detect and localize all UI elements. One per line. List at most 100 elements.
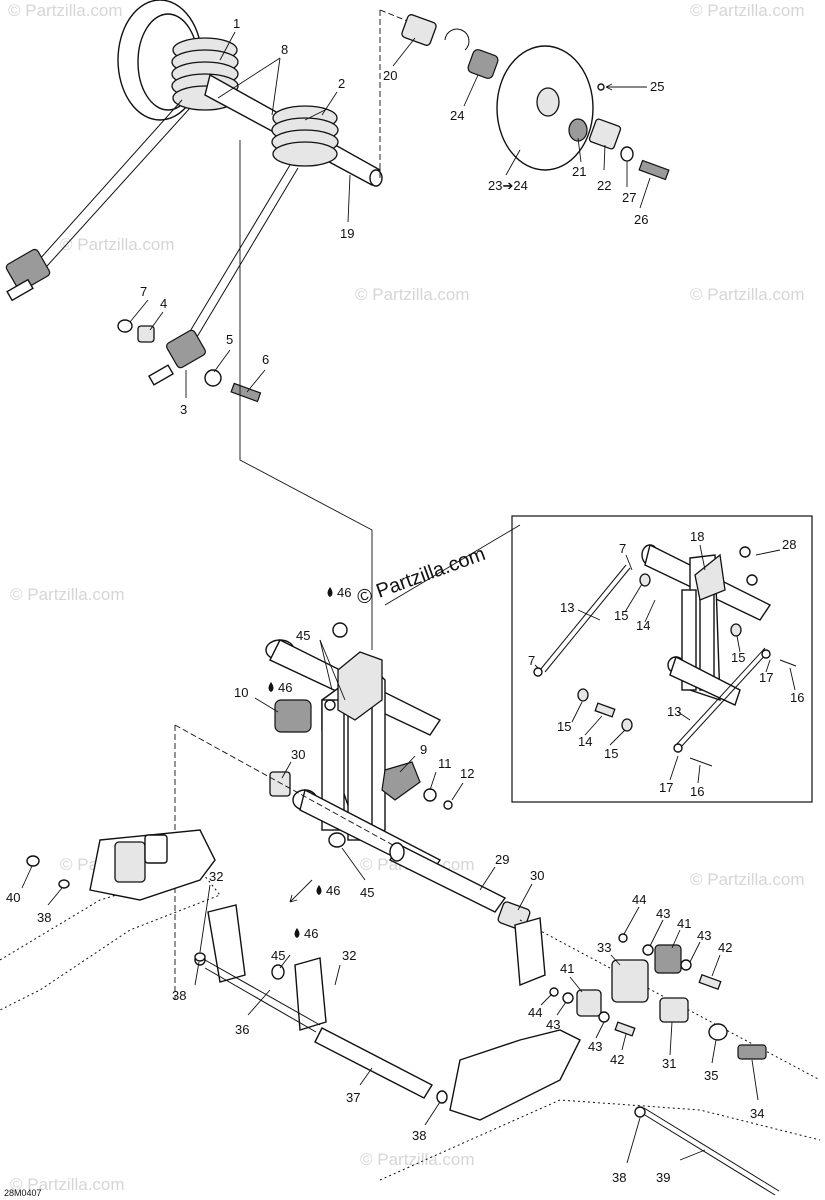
callout-45: 45	[271, 948, 285, 963]
callout-44: 44	[632, 892, 646, 907]
callout-41: 41	[677, 916, 691, 931]
rail-assembly	[0, 724, 821, 1196]
callout-1: 1	[233, 16, 240, 31]
callout-42: 42	[610, 1052, 624, 1067]
callout-6: 6	[262, 352, 269, 367]
droplet-icon	[268, 682, 274, 692]
spring-and-wheel-assembly	[5, 0, 383, 403]
inset-callout-14: 14	[578, 734, 592, 749]
torsion-spring-2	[271, 105, 339, 167]
watermark: © Partzilla.com	[690, 285, 805, 304]
watermark: © Partzilla.com	[360, 1150, 475, 1169]
inset-callout-14: 14	[636, 618, 650, 633]
callout-10: 10	[234, 685, 248, 700]
callout-33: 33	[597, 940, 611, 955]
connection-lines	[239, 140, 521, 650]
callout-12: 12	[460, 766, 474, 781]
callout-19: 19	[340, 226, 354, 241]
callout-44: 44	[528, 1005, 542, 1020]
droplet-icon	[294, 928, 300, 938]
watermark: © Partzilla.com	[690, 870, 805, 889]
callout-31: 31	[662, 1056, 676, 1071]
diagram-code: 28M0407	[4, 1188, 42, 1198]
callout-2: 2	[338, 76, 345, 91]
callout-45: 45	[360, 885, 374, 900]
callout-38: 38	[37, 910, 51, 925]
inset-box	[511, 515, 813, 803]
callout-41: 41	[560, 961, 574, 976]
callout-38: 38	[612, 1170, 626, 1185]
torsion-spring-1	[171, 37, 239, 111]
inset-callout-16: 16	[690, 784, 704, 799]
callout-34: 34	[750, 1106, 764, 1121]
callout-27: 27	[622, 190, 636, 205]
callout-37: 37	[346, 1090, 360, 1105]
callout-43: 43	[656, 906, 670, 921]
callout-24: 24	[450, 108, 464, 123]
callout-7: 7	[140, 284, 147, 299]
callout-26: 26	[634, 212, 648, 227]
callout-36: 36	[235, 1022, 249, 1037]
arrow-icon	[304, 109, 326, 121]
callout-43: 43	[588, 1039, 602, 1054]
inset-callout-17: 17	[759, 670, 773, 685]
callout-46: 46	[337, 585, 351, 600]
idler-wheel-assembly	[379, 9, 670, 181]
inset-callout-17: 17	[659, 780, 673, 795]
callout-32: 32	[209, 869, 223, 884]
callout-9: 9	[420, 742, 427, 757]
callout-29: 29	[495, 852, 509, 867]
inset-callout-7: 7	[528, 653, 535, 668]
watermark: © Partzilla.com	[10, 1175, 125, 1194]
watermark: © Partzilla.com	[690, 1, 805, 20]
arrow-icon	[605, 83, 647, 91]
callout-38: 38	[172, 988, 186, 1003]
callout-labels: 1 2 8 19 20 24 25 21 22 23➔24 27 26 7 4 …	[6, 16, 804, 1185]
inset-callout-13: 13	[667, 704, 681, 719]
droplet-icon	[327, 587, 333, 597]
callout-38: 38	[412, 1128, 426, 1143]
callout-40: 40	[6, 890, 20, 905]
callout-22: 22	[597, 178, 611, 193]
callout-45: 45	[296, 628, 310, 643]
inset-callout-18: 18	[690, 529, 704, 544]
watermark: © Partzilla.com	[10, 585, 125, 604]
inset-callout-15: 15	[614, 608, 628, 623]
callout-21: 21	[572, 164, 586, 179]
callout-43: 43	[697, 928, 711, 943]
watermark: © Partzilla.com	[60, 235, 175, 254]
callout-43: 43	[546, 1017, 560, 1032]
leader-lines	[21, 31, 796, 1164]
center-watermark: © Partzilla.com	[354, 543, 488, 610]
callout-3: 3	[180, 402, 187, 417]
callout-8: 8	[281, 42, 288, 57]
droplet-icon	[316, 885, 322, 895]
callout-35: 35	[704, 1068, 718, 1083]
inset-callout-7: 7	[619, 541, 626, 556]
callout-20: 20	[383, 68, 397, 83]
callout-46: 46	[304, 926, 318, 941]
callout-4: 4	[160, 296, 167, 311]
callout-30: 30	[530, 868, 544, 883]
inset-callout-28: 28	[782, 537, 796, 552]
callout-39: 39	[656, 1170, 670, 1185]
callout-32: 32	[342, 948, 356, 963]
inset-callout-15: 15	[557, 719, 571, 734]
callout-30: 30	[291, 747, 305, 762]
callout-23-24: 23➔24	[488, 178, 528, 193]
callout-46: 46	[326, 883, 340, 898]
callout-25: 25	[650, 79, 664, 94]
callout-46: 46	[278, 680, 292, 695]
inset-callout-15: 15	[604, 746, 618, 761]
callout-11: 11	[438, 756, 452, 771]
callout-5: 5	[226, 332, 233, 347]
inset-callout-13: 13	[560, 600, 574, 615]
inset-callout-15: 15	[731, 650, 745, 665]
watermark: © Partzilla.com	[355, 285, 470, 304]
arrow-icon	[289, 879, 313, 903]
watermark: © Partzilla.com	[8, 1, 123, 20]
inset-callout-16: 16	[790, 690, 804, 705]
callout-42: 42	[718, 940, 732, 955]
lubricant-symbols	[268, 83, 647, 938]
